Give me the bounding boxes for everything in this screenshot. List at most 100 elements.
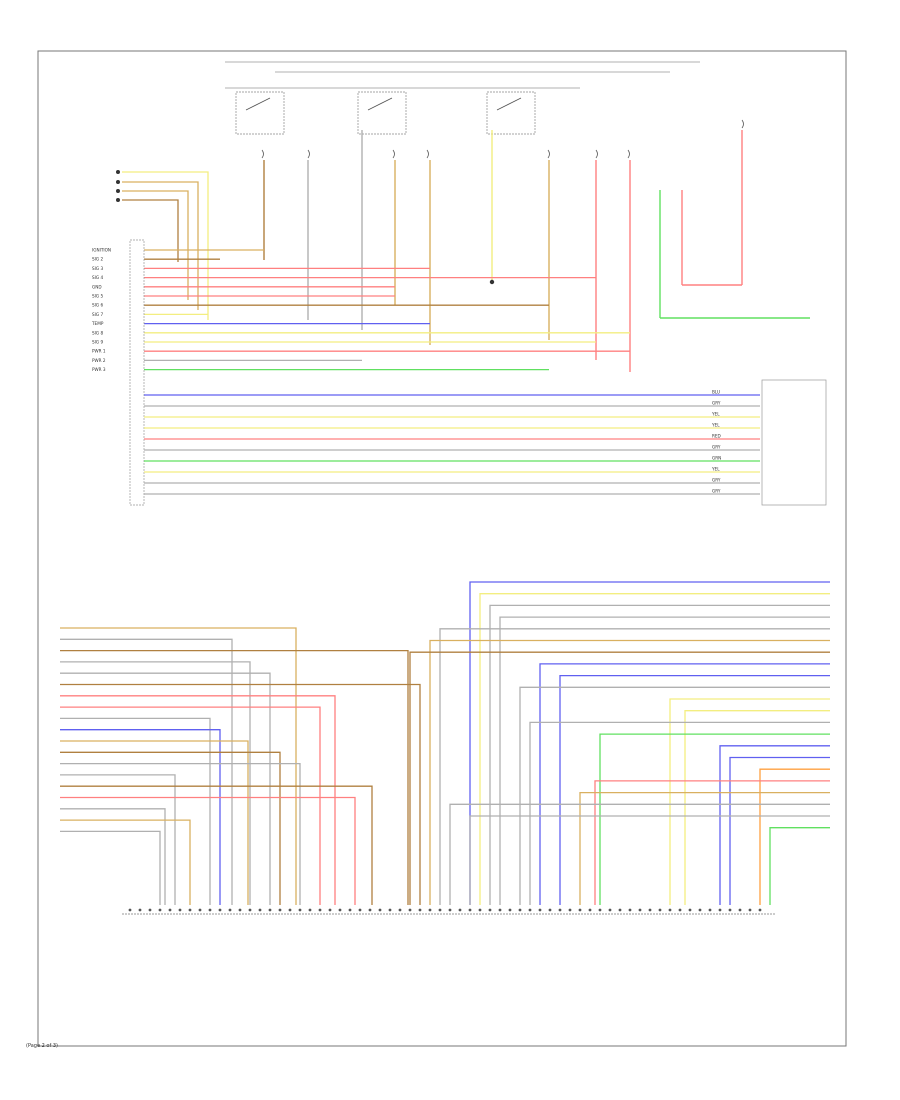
connector-pin — [578, 908, 582, 912]
bottom-left-wire — [60, 695, 336, 905]
connector-pin — [528, 908, 532, 912]
top-wire-label: PWR 3 — [92, 367, 106, 372]
top-wire-label: SIG 2 — [92, 257, 103, 262]
top-wire-label: SIG 6 — [92, 303, 103, 308]
connector-pin — [588, 908, 592, 912]
bottom-right-wire — [539, 663, 830, 905]
bottom-left-wire — [60, 819, 191, 905]
connector-pin — [448, 908, 452, 912]
connector-pin — [718, 908, 722, 912]
top-wire-label: SIG 4 — [92, 275, 103, 280]
top-wire-label: SIG 9 — [92, 340, 103, 345]
connector-pin — [678, 908, 682, 912]
page-number-label: (Page 2 of 3) — [26, 1043, 58, 1049]
bus-wire-label: GRY — [712, 489, 721, 494]
bus-wire-label: RED — [712, 434, 721, 439]
bottom-right-wire — [409, 651, 830, 905]
connector-pin — [508, 908, 512, 912]
bus-wire-label: YEL — [711, 467, 720, 472]
connector-pin — [458, 908, 462, 912]
connector-pin — [598, 908, 602, 912]
bottom-right-wire — [719, 745, 830, 905]
bottom-left-wire — [60, 627, 297, 905]
connector-pin — [498, 908, 502, 912]
connector-pin — [358, 908, 362, 912]
connector-pin — [318, 908, 322, 912]
bottom-right-wire — [729, 756, 830, 905]
connector-pin — [698, 908, 702, 912]
connector-pin — [298, 908, 302, 912]
connector-pin — [168, 908, 172, 912]
connector-pin — [248, 908, 252, 912]
bottom-right-wire — [499, 616, 830, 905]
connector-pin — [398, 908, 402, 912]
bus-wire-label: YEL — [711, 423, 720, 428]
connector-pin — [338, 908, 342, 912]
bottom-left-wire — [60, 830, 161, 905]
diagram-frame — [37, 50, 847, 1047]
connector-pin — [388, 908, 392, 912]
bottom-right-wire — [684, 710, 830, 905]
bus-wire-label: BLU — [712, 390, 720, 395]
bottom-right-wire — [759, 768, 830, 905]
connector-pin — [758, 908, 762, 912]
bottom-right-wire — [439, 628, 830, 905]
connector-pin — [408, 908, 412, 912]
connector-pin — [658, 908, 662, 912]
bottom-left-wire — [60, 672, 271, 905]
top-wire-label: SIG 3 — [92, 266, 103, 271]
top-wire-label: PWR 1 — [92, 349, 106, 354]
bottom-right-wire — [579, 791, 830, 905]
bottom-right-wire — [519, 686, 830, 905]
top-wire-label: SIG 7 — [92, 312, 103, 317]
top-wire-label: PWR 2 — [92, 358, 106, 363]
connector-pin — [428, 908, 432, 912]
connector-pin — [308, 908, 312, 912]
bottom-left-wire — [60, 706, 321, 905]
connector-pin — [748, 908, 752, 912]
bottom-left-wire — [60, 729, 221, 905]
connector-pin — [668, 908, 672, 912]
connector-pin — [438, 908, 442, 912]
connector-pin — [148, 908, 152, 912]
bottom-right-wire — [529, 721, 830, 905]
bottom-right-wire — [594, 780, 830, 905]
connector-pin — [278, 908, 282, 912]
bus-wire-label: YEL — [711, 412, 720, 417]
bottom-right-wire — [559, 674, 830, 905]
connector-pin — [328, 908, 332, 912]
bottom-left-wire-bundle — [60, 627, 421, 905]
connector-pin — [728, 908, 732, 912]
bottom-right-wire — [469, 581, 830, 905]
connector-pin — [478, 908, 482, 912]
right-module-outline — [761, 379, 827, 506]
top-switch-row — [225, 61, 810, 372]
bottom-right-wire — [769, 827, 830, 905]
bus-wire-label: GRY — [712, 478, 721, 483]
connector-pin — [568, 908, 572, 912]
bottom-left-wire — [60, 717, 211, 905]
connector-pin — [198, 908, 202, 912]
connector-pin — [158, 908, 162, 912]
connector-pin — [238, 908, 242, 912]
bottom-left-wire — [60, 638, 233, 905]
bottom-left-wire — [60, 751, 281, 905]
connector-pin — [538, 908, 542, 912]
connector-pin — [218, 908, 222, 912]
control-module-outline — [129, 239, 145, 506]
bottom-left-wire — [60, 808, 166, 905]
top-wire-label: IGNITION — [92, 248, 111, 253]
bus-wire-label: GRY — [712, 445, 721, 450]
connector-pin — [258, 908, 262, 912]
bus-wire-label: GRY — [712, 401, 721, 406]
top-wire-label: TEMP — [91, 321, 104, 326]
connector-pin — [228, 908, 232, 912]
bottom-right-wire — [469, 815, 830, 905]
connector-pin — [628, 908, 632, 912]
connector-pin — [288, 908, 292, 912]
bottom-left-wire — [60, 683, 421, 905]
bottom-left-wire — [60, 774, 176, 905]
bottom-right-wire — [599, 733, 830, 905]
